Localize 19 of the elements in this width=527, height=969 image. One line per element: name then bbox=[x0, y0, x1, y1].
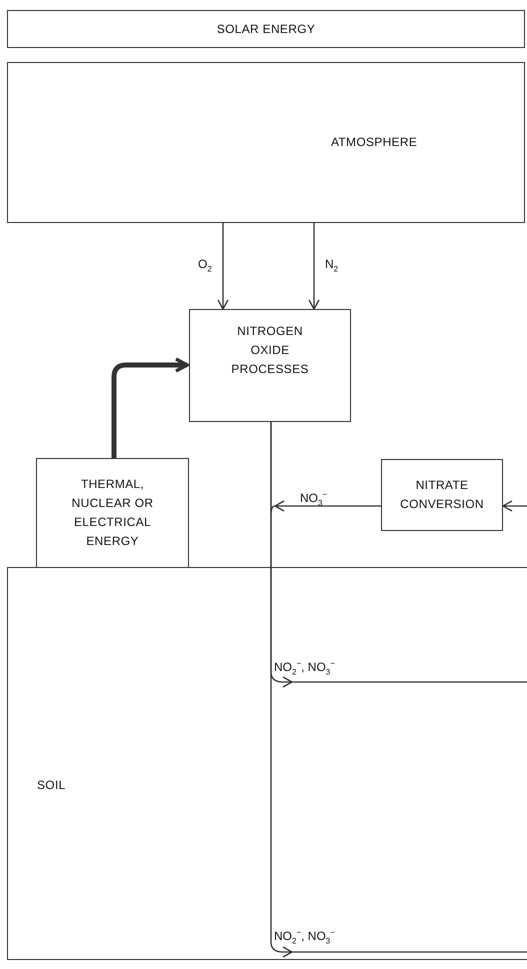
arrow bbox=[270, 421, 527, 958]
box-label: ATMOSPHERE bbox=[331, 134, 418, 151]
box-label: SOLAR ENERGY bbox=[216, 20, 316, 38]
box-label: THERMAL, NUCLEAR OR ELECTRICAL ENERGY bbox=[70, 476, 154, 550]
arrow bbox=[308, 223, 320, 310]
arrow bbox=[274, 500, 381, 512]
region-box bbox=[7, 62, 525, 223]
arrow bbox=[112, 357, 189, 458]
arrow bbox=[217, 223, 229, 310]
process-box bbox=[189, 309, 351, 422]
box-label: SOIL bbox=[37, 777, 66, 794]
process-box bbox=[381, 459, 503, 531]
arrow bbox=[502, 500, 527, 512]
box-label: NITRATE CONVERSION bbox=[399, 477, 485, 513]
edge-label: N$_{2}$ bbox=[324, 257, 340, 271]
process-box bbox=[36, 458, 189, 568]
edge-label: O$_{2}$ bbox=[197, 257, 213, 271]
region-box bbox=[7, 10, 525, 48]
box-label: NITROGEN OXIDE PROCESSES bbox=[230, 323, 310, 378]
